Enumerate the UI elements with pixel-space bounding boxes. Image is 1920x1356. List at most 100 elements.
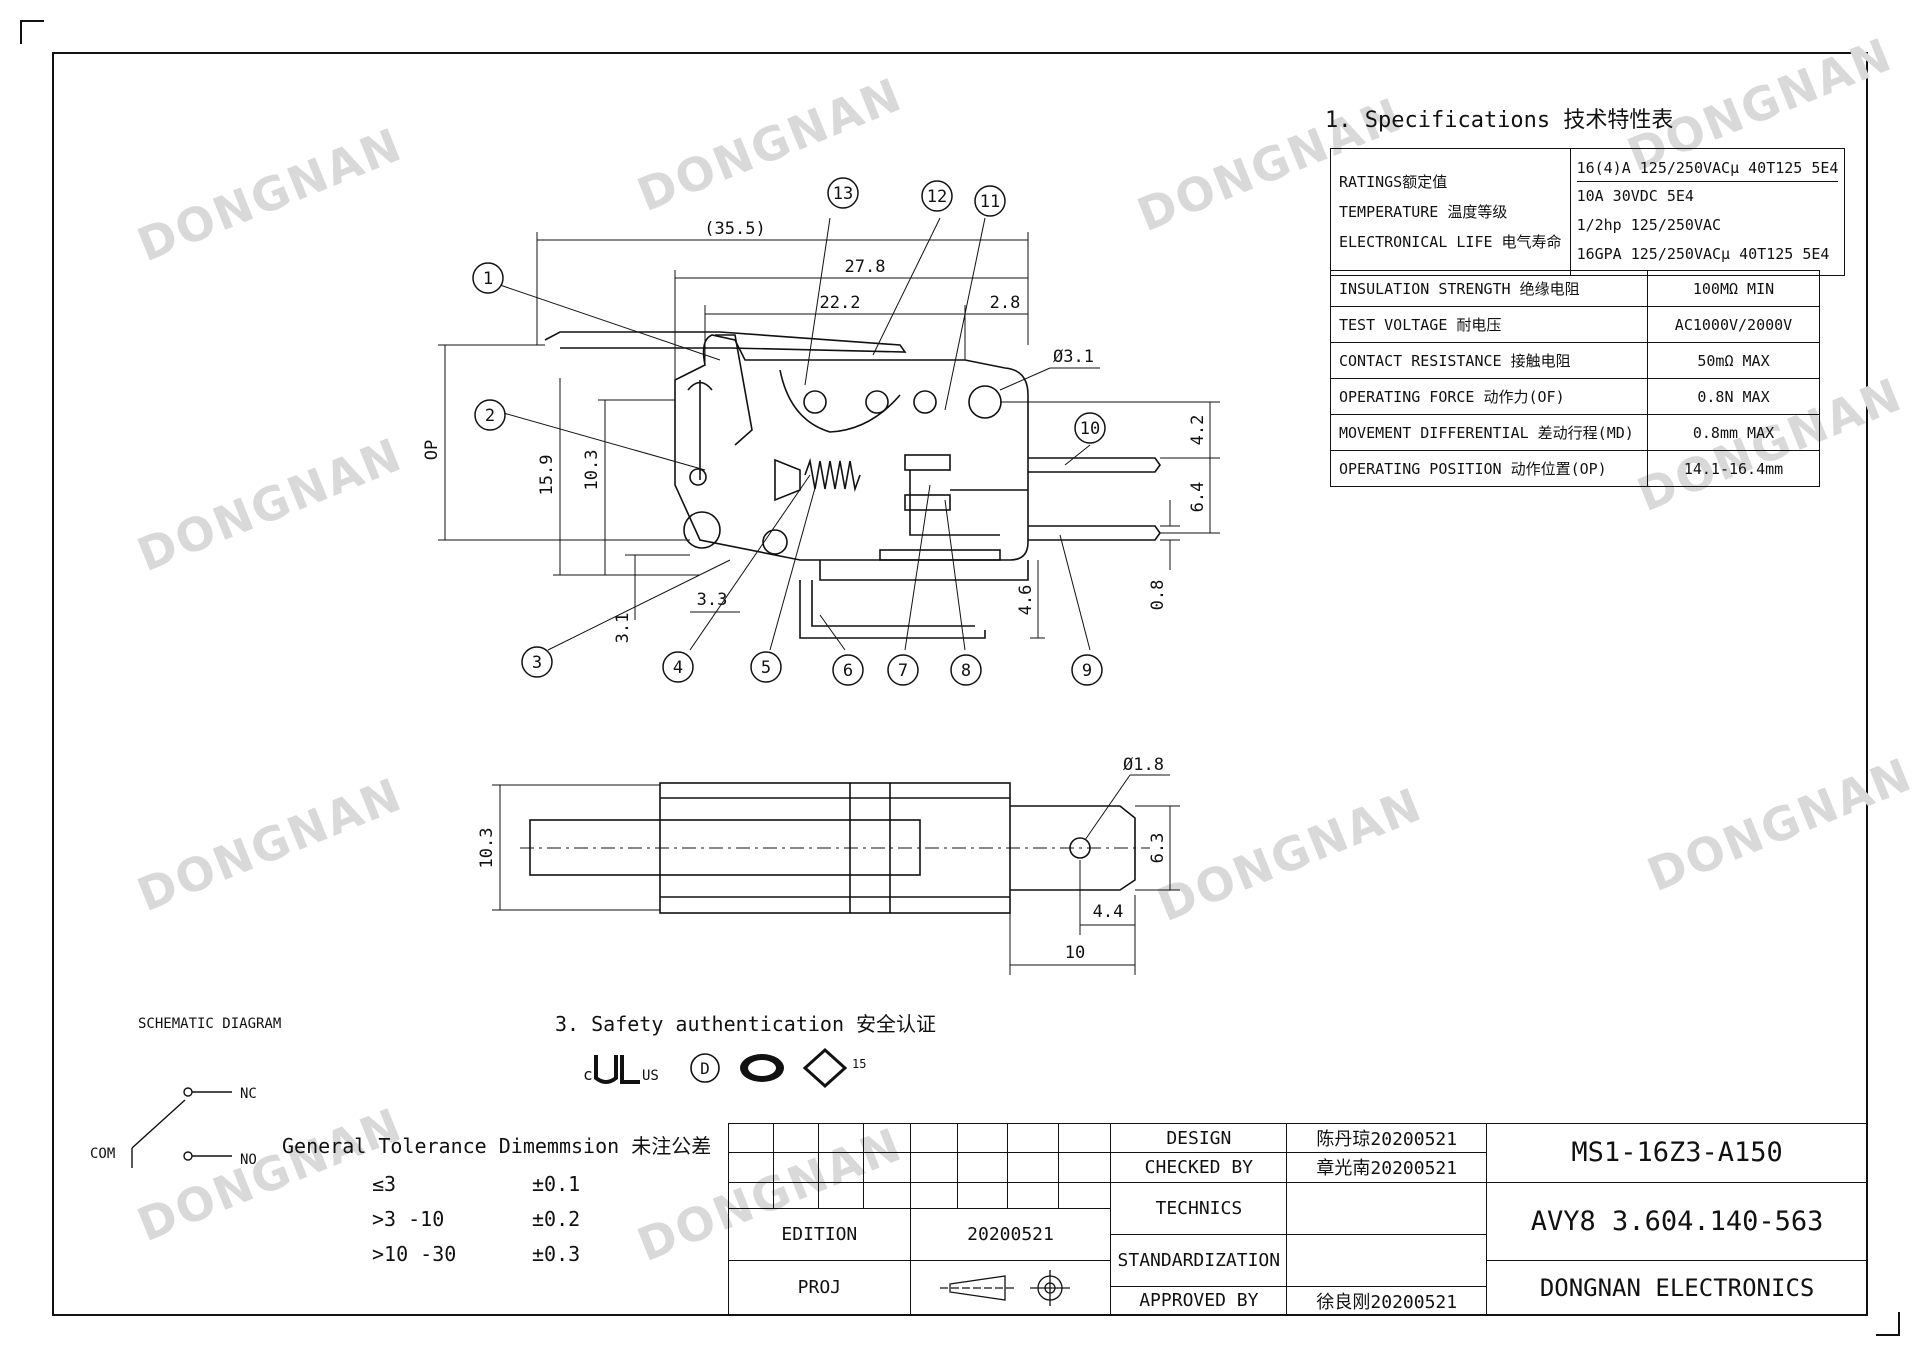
spec-row: CONTACT RESISTANCE 接触电阻 50mΩ MAX (1330, 342, 1820, 379)
checked-by-label: CHECKED BY (1110, 1152, 1288, 1183)
callout-9 (1071, 654, 1103, 686)
spec-label: MOVEMENT DIFFERENTIAL 差动行程(MD) (1330, 414, 1648, 451)
spring (804, 457, 861, 493)
technics-label: TECHNICS (1110, 1181, 1288, 1235)
ratings-labels-cell: RATINGS额定值 TEMPERATURE 温度等级 ELECTRONICAL… (1330, 148, 1571, 276)
ul-us-text: US (642, 1068, 659, 1084)
dim-op: OP (422, 440, 442, 460)
d-mark-text: D (700, 1059, 710, 1078)
ratings-label: RATINGS额定值 (1339, 173, 1448, 191)
spec-value: 50mΩ MAX (1647, 342, 1820, 379)
tolerance-value: ±0.2 (532, 1207, 581, 1231)
dim-3-1: 3.1 (613, 613, 633, 644)
callout-8 (950, 654, 982, 686)
ul-c-text: c (583, 1065, 593, 1084)
spec-label: CONTACT RESISTANCE 接触电阻 (1330, 342, 1648, 379)
approved-by-label: APPROVED BY (1110, 1285, 1288, 1317)
callout-13 (827, 177, 859, 209)
spec-label: INSULATION STRENGTH 绝缘电阻 (1330, 270, 1648, 307)
electronical-life-label: ELECTRONICAL LIFE 电气寿命 (1339, 233, 1562, 251)
schematic-com-label: COM (90, 1146, 115, 1162)
spec-row: MOVEMENT DIFFERENTIAL 差动行程(MD) 0.8mm MAX (1330, 414, 1820, 451)
callout-label: 5 (761, 658, 771, 678)
dim-4-2: 4.2 (1188, 415, 1208, 446)
schematic-title: SCHEMATIC DIAGRAM (138, 1016, 281, 1032)
mount-hole (913, 390, 937, 414)
dim-15-9: 15.9 (537, 455, 557, 496)
ratings-table: RATINGS额定值 TEMPERATURE 温度等级 ELECTRONICAL… (1330, 148, 1846, 276)
callout-label: 1 (483, 269, 493, 289)
callout-7 (887, 654, 919, 686)
callout-label: 6 (843, 661, 853, 681)
ratings-value: 1/2hp 125/250VAC (1576, 216, 1722, 234)
spec-row: OPERATING POSITION 动作位置(OP) 14.1-16.4mm (1330, 450, 1820, 487)
dim-dia-1-8: Ø1.8 (1123, 755, 1164, 775)
edition-label: EDITION (728, 1207, 911, 1261)
title-block: DESIGN 陈丹琼20200521 MS1-16Z3-A150 CHECKED… (728, 1122, 1868, 1317)
terminal-no (1028, 525, 1161, 541)
dim-2-8: 2.8 (990, 293, 1021, 313)
callout-11 (974, 185, 1006, 217)
terminal-com (799, 580, 986, 639)
ratings-value: 16GPA 125/250VACμ 40T125 5E4 (1576, 245, 1830, 263)
design-label: DESIGN (1110, 1122, 1288, 1154)
projection-symbol-cell (909, 1259, 1112, 1317)
callout-label: 3 (532, 653, 542, 673)
frame-corner-bottom-right (1876, 1312, 1900, 1336)
callout-10 (1074, 412, 1106, 444)
schematic-nc-label: NC (240, 1086, 257, 1102)
tolerance-title: General Tolerance Dimemmsion 未注公差 (282, 1134, 712, 1158)
dim-35-5: (35.5) (704, 219, 765, 239)
spec-label: TEST VOLTAGE 耐电压 (1330, 306, 1648, 343)
dim-4-6: 4.6 (1016, 585, 1036, 616)
safety-title: 3. Safety authentication 安全认证 (555, 1012, 937, 1036)
dim-6-3: 6.3 (1148, 833, 1168, 864)
spec-value: 14.1-16.4mm (1647, 450, 1820, 487)
standardization-label: STANDARDIZATION (1110, 1233, 1288, 1287)
tolerance-value: ±0.3 (532, 1242, 581, 1266)
terminal-nc (1028, 457, 1161, 473)
edition-value: 20200521 (909, 1207, 1112, 1261)
spec-label: OPERATING FORCE 动作力(OF) (1330, 378, 1648, 415)
model-number: MS1-16Z3-A150 (1486, 1123, 1868, 1183)
schematic-diagram (131, 1087, 232, 1168)
ratings-value: 16(4)A 125/250VACμ 40T125 5E4 (1576, 155, 1839, 182)
callout-label: 10 (1080, 419, 1100, 439)
spec-row: INSULATION STRENGTH 绝缘电阻 100MΩ MIN (1330, 270, 1820, 307)
checked-by-value: 章光南20200521 (1286, 1152, 1488, 1183)
spec-label: OPERATING POSITION 动作位置(OP) (1330, 450, 1648, 487)
tolerance-range: ≤3 (372, 1172, 397, 1196)
spec-value: 0.8mm MAX (1647, 414, 1820, 451)
mount-hole (865, 390, 889, 414)
company-name: DONGNAN ELECTRONICS (1486, 1259, 1868, 1317)
temperature-label: TEMPERATURE 温度等级 (1339, 203, 1508, 221)
dim-4-4: 4.4 (1093, 902, 1124, 922)
spec-row: TEST VOLTAGE 耐电压 AC1000V/2000V (1330, 306, 1820, 343)
mount-hole-small (762, 529, 788, 555)
dim-27-8: 27.8 (845, 257, 886, 277)
proj-label: PROJ (728, 1259, 911, 1317)
spec-value: 0.8N MAX (1647, 378, 1820, 415)
callout-label: 12 (927, 187, 947, 207)
callout-2 (474, 399, 506, 431)
callout-label: 4 (673, 658, 683, 678)
tolerance-range: >3 -10 (372, 1207, 445, 1231)
ul-logo-icon (594, 1055, 640, 1084)
dim-bottom-10-3: 10.3 (477, 828, 497, 869)
lever-arm (544, 331, 907, 353)
callout-4 (662, 651, 694, 683)
dim-dia-3-1: Ø3.1 (1053, 347, 1094, 367)
dim-0-8: 0.8 (1148, 580, 1168, 611)
callout-label: 13 (833, 184, 853, 204)
design-value: 陈丹琼20200521 (1286, 1122, 1488, 1154)
switch-body-outline (674, 334, 1029, 561)
callout-label: 11 (980, 192, 1000, 212)
dim-22-2: 22.2 (820, 293, 861, 313)
callout-5 (750, 651, 782, 683)
certification-marks: c US D 15 (583, 1047, 866, 1089)
mount-hole-3-1 (968, 385, 1002, 419)
dim-10: 10 (1065, 943, 1085, 963)
spec-row: OPERATING FORCE 动作力(OF) 0.8N MAX (1330, 378, 1820, 415)
tolerance-range: >10 -30 (372, 1242, 457, 1266)
